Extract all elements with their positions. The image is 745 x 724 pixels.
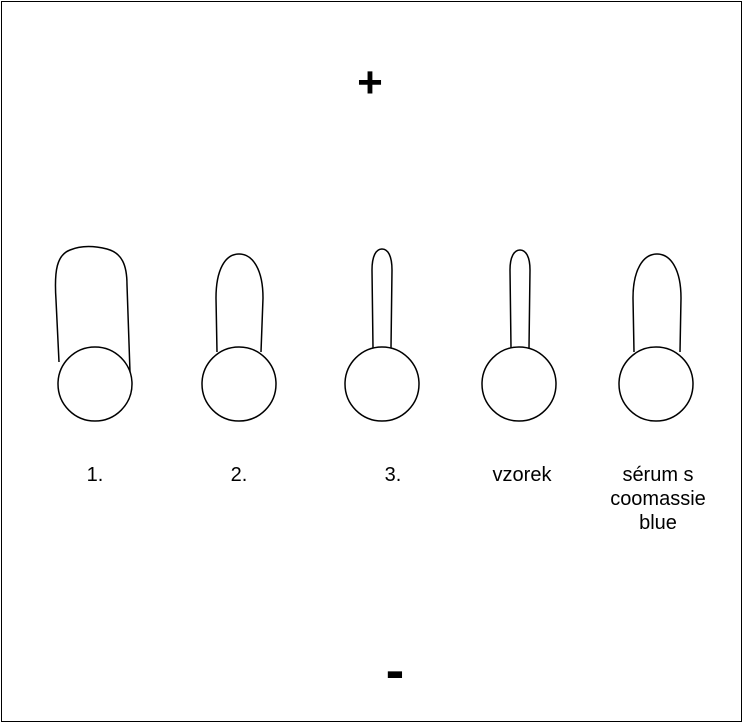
lane-1-sample-well bbox=[57, 346, 133, 422]
negative-electrode-label: - bbox=[385, 638, 405, 701]
positive-electrode-label: + bbox=[357, 58, 383, 107]
lane-3-sample-well bbox=[344, 346, 420, 422]
lane-2-well bbox=[201, 253, 277, 422]
lane-4-band bbox=[509, 249, 531, 349]
lane-4-sample-well bbox=[481, 346, 557, 422]
lane-1-well bbox=[54, 245, 133, 422]
lane-2-sample-well bbox=[201, 346, 277, 422]
lane-5-sample-well bbox=[618, 346, 694, 422]
lane-3-well bbox=[344, 248, 420, 422]
lane-5-band bbox=[632, 253, 682, 353]
lane-2-label: 2. bbox=[230, 464, 248, 486]
lane-1-band bbox=[54, 245, 131, 373]
lane-1-label: 1. bbox=[86, 464, 104, 486]
lane-3-band bbox=[371, 248, 393, 349]
lane-3-label: 3. bbox=[384, 464, 402, 486]
lane-4-label: vzorek bbox=[492, 464, 552, 486]
lane-5-well bbox=[618, 253, 694, 422]
lane-4-well bbox=[481, 249, 557, 422]
lane-2-band bbox=[215, 253, 264, 353]
lane-5-label: sérum s coomassie blue bbox=[610, 464, 706, 534]
